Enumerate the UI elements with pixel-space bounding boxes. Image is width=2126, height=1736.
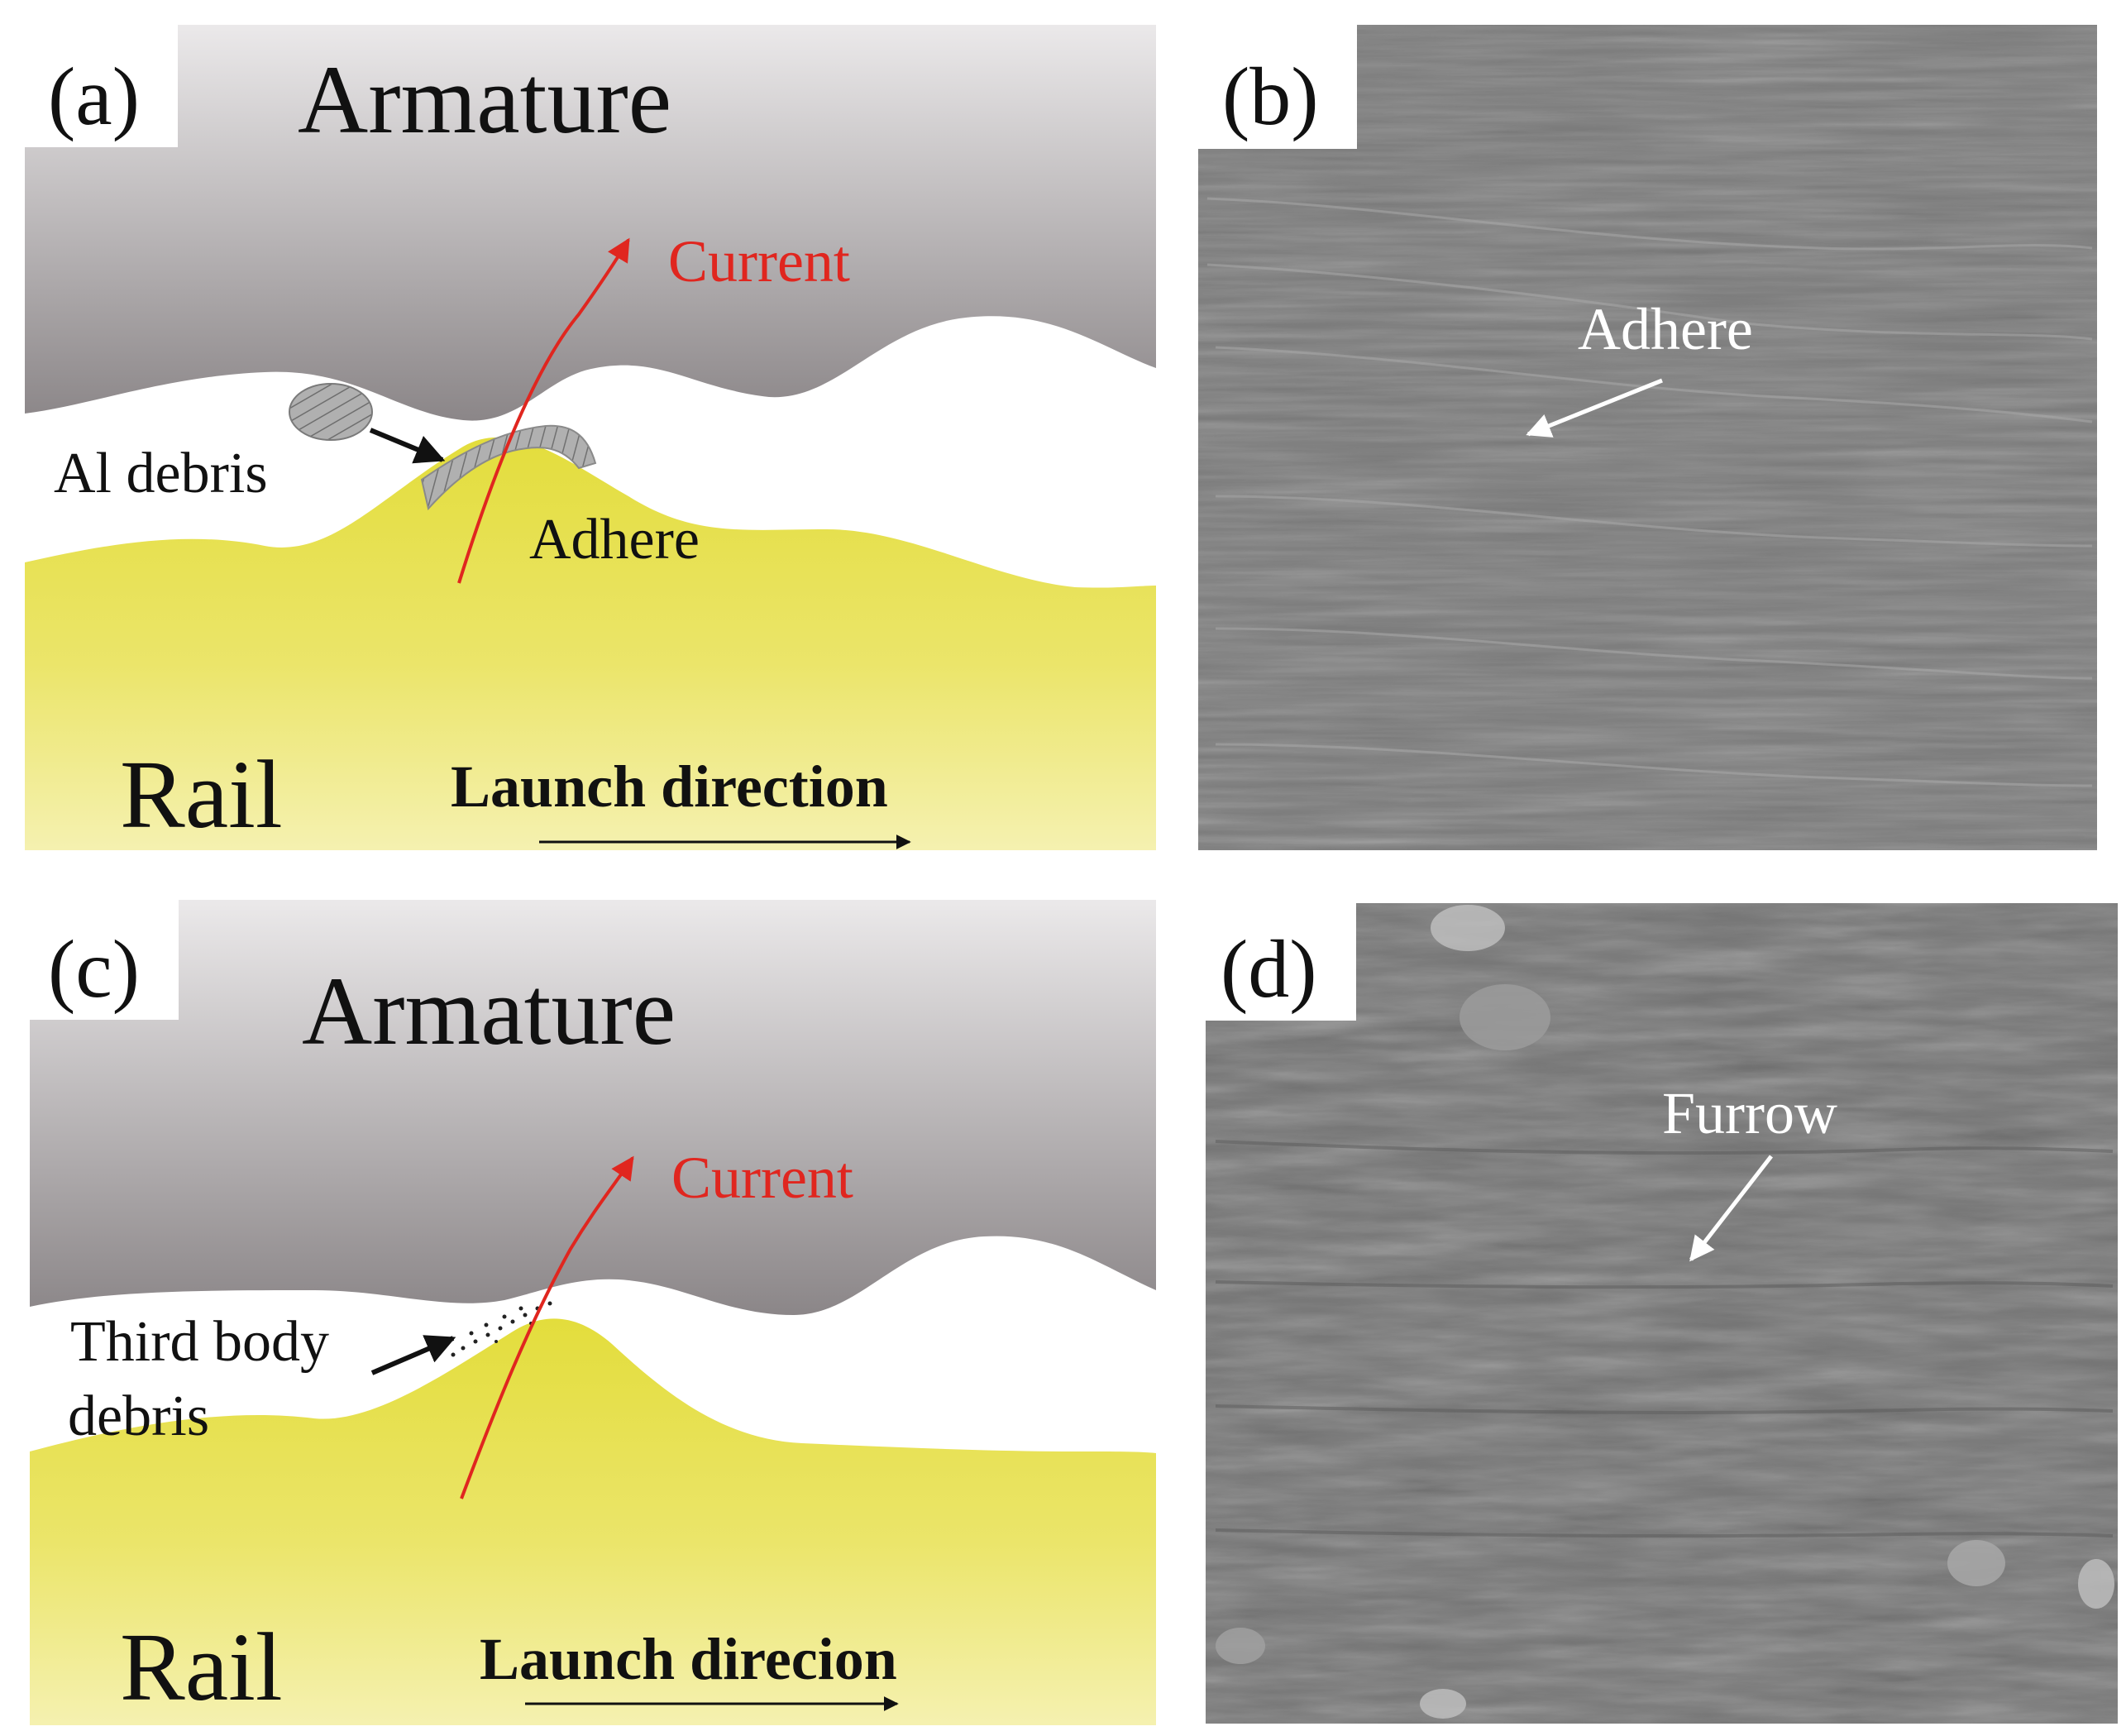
debris-arrow-c <box>370 1335 456 1375</box>
adhere-label-a: Adhere <box>529 508 700 571</box>
panel-d-tag: (d) <box>1221 923 1317 1015</box>
current-label-a: Current <box>668 228 850 294</box>
sem-image-d-texture <box>1206 903 2118 1724</box>
panel-c-tag-bg <box>30 900 179 1020</box>
sem-d-particles <box>1216 905 2114 1719</box>
sem-image-b-texture <box>1198 25 2097 850</box>
panel-b-tag-bg <box>1198 25 1357 149</box>
panel-c-tag: (c) <box>48 923 140 1015</box>
panel-d-tag-bg <box>1206 903 1356 1021</box>
armature-label-a: Armature <box>298 45 671 154</box>
rail-body-a <box>25 437 1156 850</box>
panel-c: (c) Armature Current Third body debris R… <box>30 900 1156 1725</box>
furrow-arrow-d <box>1689 1155 1773 1262</box>
armature-label-c: Armature <box>302 957 676 1065</box>
current-label-c: Current <box>671 1145 853 1211</box>
armature-body-c <box>30 900 1156 1315</box>
current-arrow-a <box>457 237 630 584</box>
al-debris-particle <box>289 383 373 441</box>
adhered-debris-layer <box>420 424 597 511</box>
rail-body-c <box>30 1318 1156 1725</box>
panel-a: (a) Armature Current Al debris Adhere Ra… <box>25 25 1156 850</box>
launch-direction-label-a: Launch direction <box>451 753 888 820</box>
debris-arrow-a <box>369 428 446 464</box>
adhere-label-b: Adhere <box>1578 296 1753 362</box>
panel-b-tag: (b) <box>1222 50 1319 142</box>
third-body-label-line1: Third body <box>70 1310 329 1374</box>
furrow-label-d: Furrow <box>1662 1080 1837 1146</box>
panel-a-tag: (a) <box>48 50 140 142</box>
rail-label-a: Rail <box>120 740 283 849</box>
armature-body-a <box>25 25 1156 421</box>
launch-direction-label-c: Launch direcion <box>480 1626 897 1692</box>
panel-a-tag-bg <box>25 25 178 147</box>
sem-b-scratches <box>1206 197 2093 787</box>
sem-d-furrows <box>1215 1140 2114 1538</box>
current-arrow-c <box>460 1155 634 1499</box>
adhere-arrow-b <box>1526 378 1663 438</box>
third-body-label-line2: debris <box>68 1384 209 1448</box>
panel-b: (b) Adhere <box>1198 25 2097 850</box>
panel-d: (d) Furrow <box>1206 903 2118 1724</box>
rail-label-c: Rail <box>120 1613 283 1721</box>
al-debris-label: Al debris <box>54 442 268 505</box>
